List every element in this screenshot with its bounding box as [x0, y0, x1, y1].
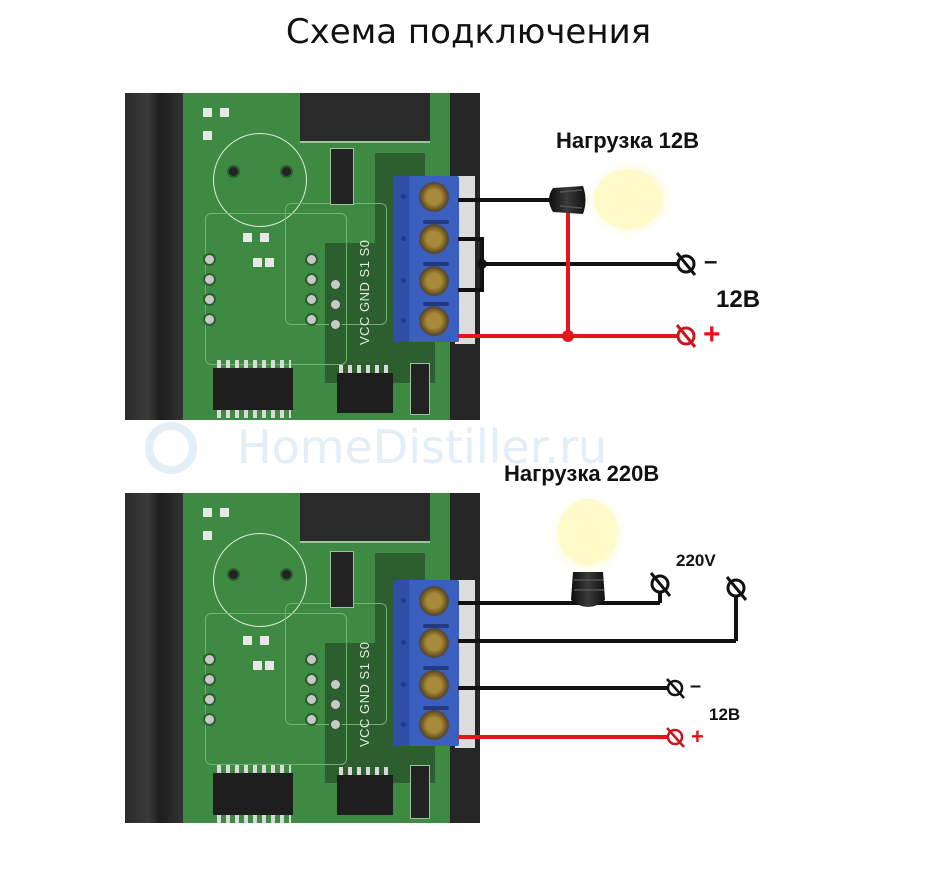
controller-board-photo-bottom: VCC GND S1 S0: [125, 493, 480, 823]
wiring-12v-load: [458, 157, 697, 348]
screw-terminal-gnd[interactable]: [419, 266, 449, 296]
mains-voltage-label: 220V: [676, 551, 716, 570]
wiring-220v-load: [458, 490, 748, 748]
relay-component: [300, 493, 430, 543]
page-title: Схема подключения: [285, 12, 652, 52]
ic-chip: [337, 373, 393, 413]
positive-polarity-label: +: [703, 318, 721, 351]
sensor-outline: [213, 533, 307, 627]
lamp-220v-icon: [546, 490, 630, 607]
screw-terminal-s1[interactable]: [419, 224, 449, 254]
sensor-outline: [213, 133, 307, 227]
supply-voltage-label: 12В: [709, 705, 741, 724]
relay-component: [300, 93, 430, 143]
ic-chip: [337, 775, 393, 815]
supply-voltage-label: 12В: [716, 286, 761, 313]
supply-negative-terminal-icon: [675, 252, 697, 276]
negative-polarity-label: –: [704, 248, 718, 275]
screw-terminal-gnd[interactable]: [419, 670, 449, 700]
mains-terminal-2-icon: [725, 576, 748, 601]
supply-negative-terminal-icon: [666, 678, 685, 699]
load-220v-label: Нагрузка 220В: [504, 461, 660, 486]
ic-chip: [213, 368, 293, 410]
terminal-block-top: [393, 176, 459, 342]
screw-terminal-s0[interactable]: [419, 586, 449, 616]
screw-terminal-vcc[interactable]: [419, 306, 449, 336]
positive-polarity-label: +: [691, 724, 704, 749]
supply-positive-terminal-icon: [675, 324, 697, 348]
mains-terminal-1-icon: [649, 572, 672, 597]
load-12v-label: Нагрузка 12В: [556, 128, 700, 153]
supply-positive-terminal-icon: [666, 727, 685, 748]
screw-terminal-s0[interactable]: [419, 182, 449, 212]
negative-polarity-label: –: [690, 675, 702, 697]
watermark-text: HomeDistiller.ru: [237, 420, 608, 474]
screw-terminal-vcc[interactable]: [419, 710, 449, 740]
screw-terminal-s1[interactable]: [419, 628, 449, 658]
watermark: HomeDistiller.ru: [145, 420, 725, 480]
terminal-block-bottom: [393, 580, 459, 746]
ic-chip: [213, 773, 293, 815]
watermark-logo-icon: [145, 422, 197, 474]
terminal-silkscreen-label: VCC GND S1 S0: [357, 239, 372, 345]
terminal-silkscreen-label: VCC GND S1 S0: [357, 641, 372, 747]
lamp-12v-icon: [549, 157, 678, 241]
